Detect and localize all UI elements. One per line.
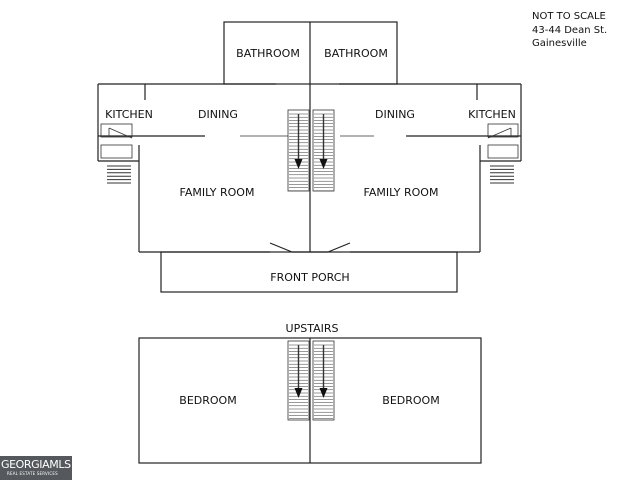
kitchen-counter-right — [487, 123, 519, 159]
georgia-mls-logo: GEORGIAMLS REAL ESTATE SERVICES — [0, 456, 72, 480]
label-family-right: FAMILY ROOM — [364, 186, 439, 199]
label-bathroom-left: BATHROOM — [236, 47, 300, 60]
ground-floor-walls — [97, 83, 522, 253]
label-front-porch: FRONT PORCH — [270, 271, 349, 284]
label-dining-left: DINING — [198, 108, 238, 121]
vent-grilles — [107, 165, 514, 184]
label-bathroom-right: BATHROOM — [324, 47, 388, 60]
address-line1: 43-44 Dean St. — [532, 25, 607, 36]
scale-note: NOT TO SCALE — [532, 11, 606, 22]
logo-tagline: REAL ESTATE SERVICES — [7, 471, 58, 476]
label-bedroom-left: BEDROOM — [179, 394, 236, 407]
front-porch-outline — [160, 251, 458, 293]
address-line2: Gainesville — [532, 38, 587, 49]
label-family-left: FAMILY ROOM — [180, 186, 255, 199]
label-kitchen-left: KITCHEN — [105, 108, 153, 121]
kitchen-counter-left — [100, 123, 133, 159]
label-kitchen-right: KITCHEN — [468, 108, 516, 121]
staircase-upstairs — [287, 340, 335, 421]
upstairs-walls — [138, 337, 482, 464]
label-upstairs: UPSTAIRS — [286, 322, 339, 335]
logo-name: GEORGIAMLS — [1, 458, 71, 471]
label-bedroom-right: BEDROOM — [382, 394, 439, 407]
staircase-ground — [287, 109, 335, 192]
label-dining-right: DINING — [375, 108, 415, 121]
